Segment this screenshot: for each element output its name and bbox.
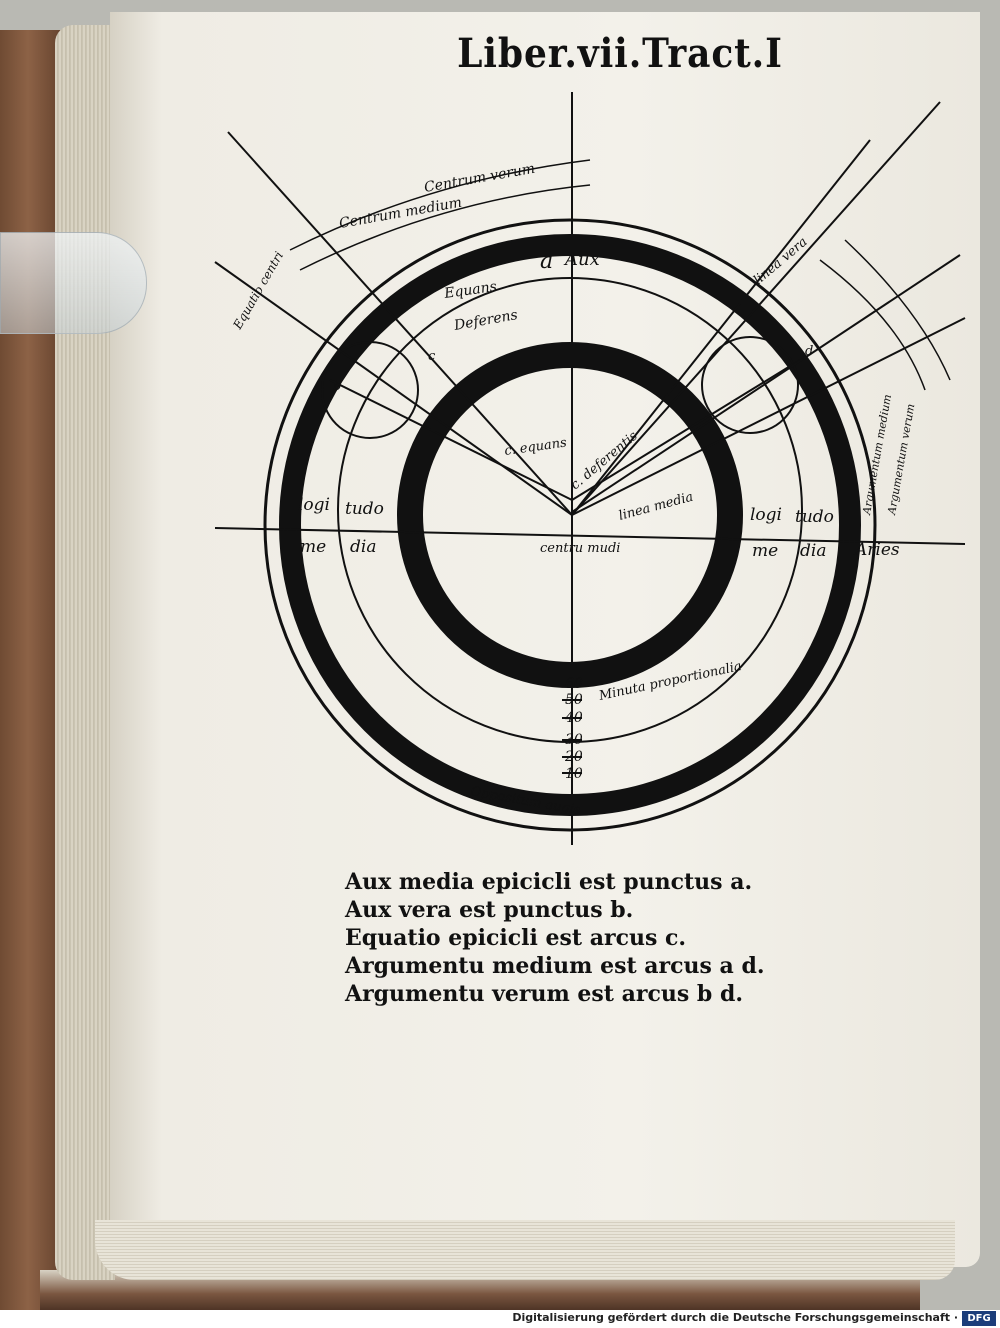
label-equatio-centri: Equatio centri — [230, 249, 286, 332]
scale-label: 60 — [565, 676, 583, 692]
label-aries: Aries — [853, 540, 900, 560]
footer-bar — [0, 1310, 1000, 1328]
page-header: Liber.vii.Tract.I — [0, 30, 1000, 77]
label-c: c — [428, 349, 436, 364]
scale-label: 30 — [565, 732, 583, 748]
caption-line: Argumentu medium est arcus a d. — [345, 953, 765, 979]
label-longitudo-left-2: tudo — [345, 499, 384, 519]
equant-circle — [337, 277, 803, 743]
outer-circle — [263, 218, 877, 832]
label-centrum-mundi: centru mudi — [540, 541, 620, 556]
label-a: a — [540, 249, 553, 274]
label-longitudo-left-1: logi — [298, 495, 330, 515]
caption-line: Argumentu verum est arcus b d. — [345, 981, 743, 1007]
epicycle-left — [321, 341, 419, 439]
epicycle-right — [701, 336, 799, 434]
label-b: b — [333, 379, 341, 394]
label-center-deferentis: c. deferentis — [568, 428, 641, 493]
caption-line: Aux vera est punctus b. — [345, 897, 634, 923]
caption-line: Equatio epicicli est arcus c. — [345, 925, 687, 951]
label-deferens: Deferens — [452, 307, 519, 334]
label-equans: Equans — [442, 279, 497, 302]
page-stack-bottom — [95, 1220, 955, 1280]
label-centrum-verum: Centrum verum — [423, 161, 536, 196]
caption-block: Aux media epicicli est punctus a. Aux ve… — [345, 868, 765, 1008]
deferent-band — [279, 234, 861, 816]
inner-ring — [397, 342, 743, 688]
scale-label: 40 — [564, 710, 583, 726]
label-centrum-medium: Centrum medium — [338, 195, 463, 232]
diagram-lines — [214, 92, 966, 845]
header-title: Liber.vii.Tract.I — [457, 30, 783, 77]
scale-ticks — [562, 684, 582, 774]
scale-label: 10 — [565, 766, 583, 782]
label-longitudo-right-1: logi — [750, 505, 782, 525]
label-media-left-2: dia — [350, 537, 376, 557]
label-media-right-1: me — [752, 541, 778, 561]
label-linea-media: linea media — [617, 490, 695, 524]
scale-label: 50 — [565, 692, 583, 708]
footer-credit: Digitalisierung gefördert durch die Deut… — [512, 1311, 958, 1324]
diagram-circles — [263, 218, 877, 832]
label-center-equans: c. equans — [503, 435, 568, 459]
label-longitudo-right-2: tudo — [795, 507, 834, 527]
label-oppositum-augis: Oppositum augis — [469, 784, 582, 818]
arcs — [289, 159, 951, 391]
dfg-logo: DFG — [962, 1311, 996, 1326]
scale-labels: 60 50 40 30 20 10 — [564, 676, 583, 782]
label-aux: Aux — [563, 249, 600, 270]
label-argumentum-verum: Argumentum verum — [885, 403, 917, 517]
scale-label: 20 — [564, 749, 583, 765]
caption-line: Aux media epicicli est punctus a. — [345, 869, 753, 895]
page-clip — [0, 232, 147, 334]
label-media-right-2: dia — [800, 541, 826, 561]
label-media-left-1: me — [300, 537, 326, 557]
label-d: d — [805, 344, 813, 359]
